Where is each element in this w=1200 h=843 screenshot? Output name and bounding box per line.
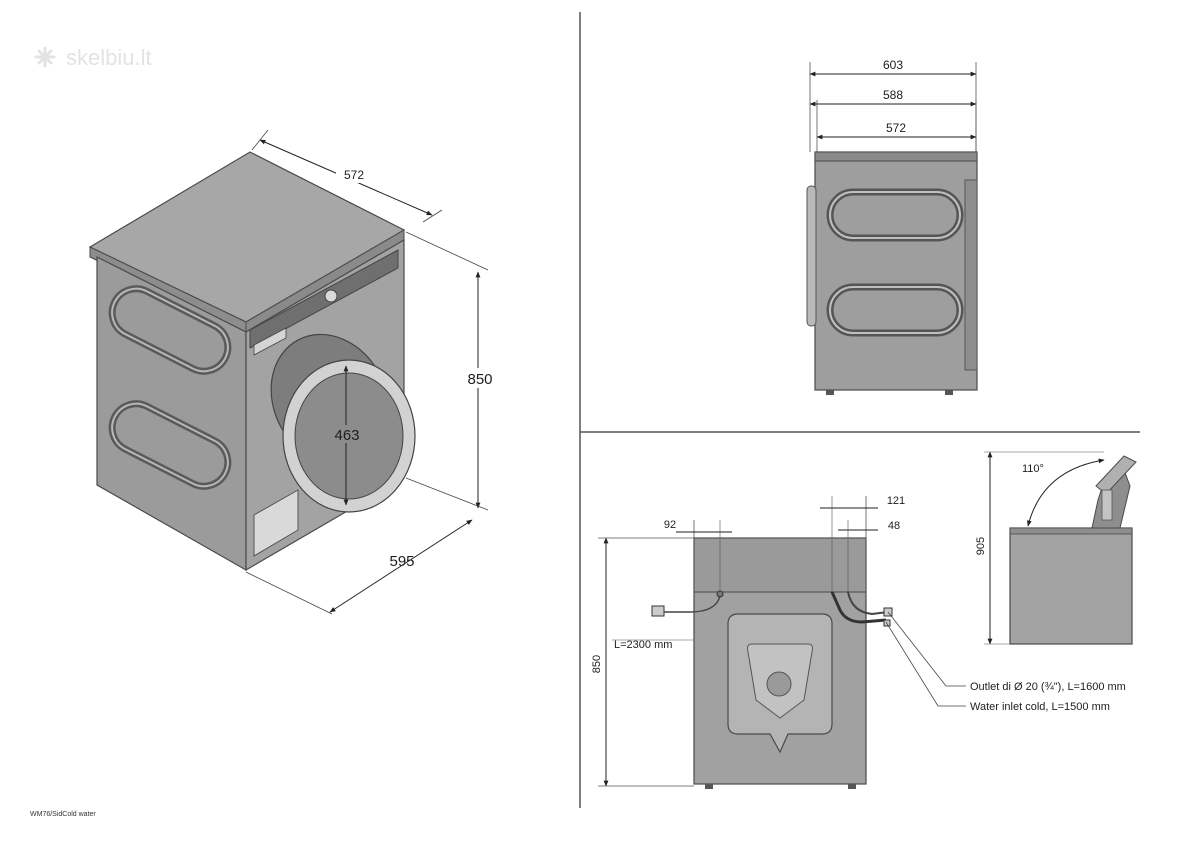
cable-length-label: L=2300 mm [614, 639, 672, 651]
lid-angle-label: 110° [1022, 463, 1044, 475]
iso-height-label: 850 [467, 371, 492, 388]
outlet-label: Outlet di Ø 20 (¾"), L=1600 mm [970, 681, 1126, 693]
iso-door-diameter-label: 463 [334, 427, 359, 444]
watermark: skelbiu.lt [34, 45, 152, 70]
dim-572-label: 572 [886, 121, 906, 135]
rear-height-label: 850 [591, 655, 603, 673]
watermark-text: skelbiu.lt [66, 45, 152, 70]
iso-width-label: 572 [344, 168, 364, 182]
dim-121-label: 121 [887, 495, 905, 507]
side-view-body [814, 151, 978, 391]
program-knob-icon [324, 289, 338, 303]
side-view: 603 588 572 [806, 58, 978, 395]
dim-588-label: 588 [883, 88, 903, 102]
dim-603-label: 603 [883, 58, 903, 72]
iso-depth-label: 595 [389, 553, 414, 570]
footer-note: WM76/SidCold water [30, 811, 96, 818]
snowflake-logo-icon [34, 46, 56, 68]
lid-open-view: 110° 905 [975, 451, 1137, 645]
isometric-washer-view: 572 850 595 463 [88, 129, 500, 615]
rear-view: L=2300 mm 850 92 121 48 Outlet di Ø 20 (… [591, 495, 1126, 789]
inlet-label: Water inlet cold, L=1500 mm [970, 701, 1110, 713]
dim-48-label: 48 [888, 520, 900, 532]
lid-height-label: 905 [975, 537, 987, 555]
dim-92-label: 92 [664, 519, 676, 531]
